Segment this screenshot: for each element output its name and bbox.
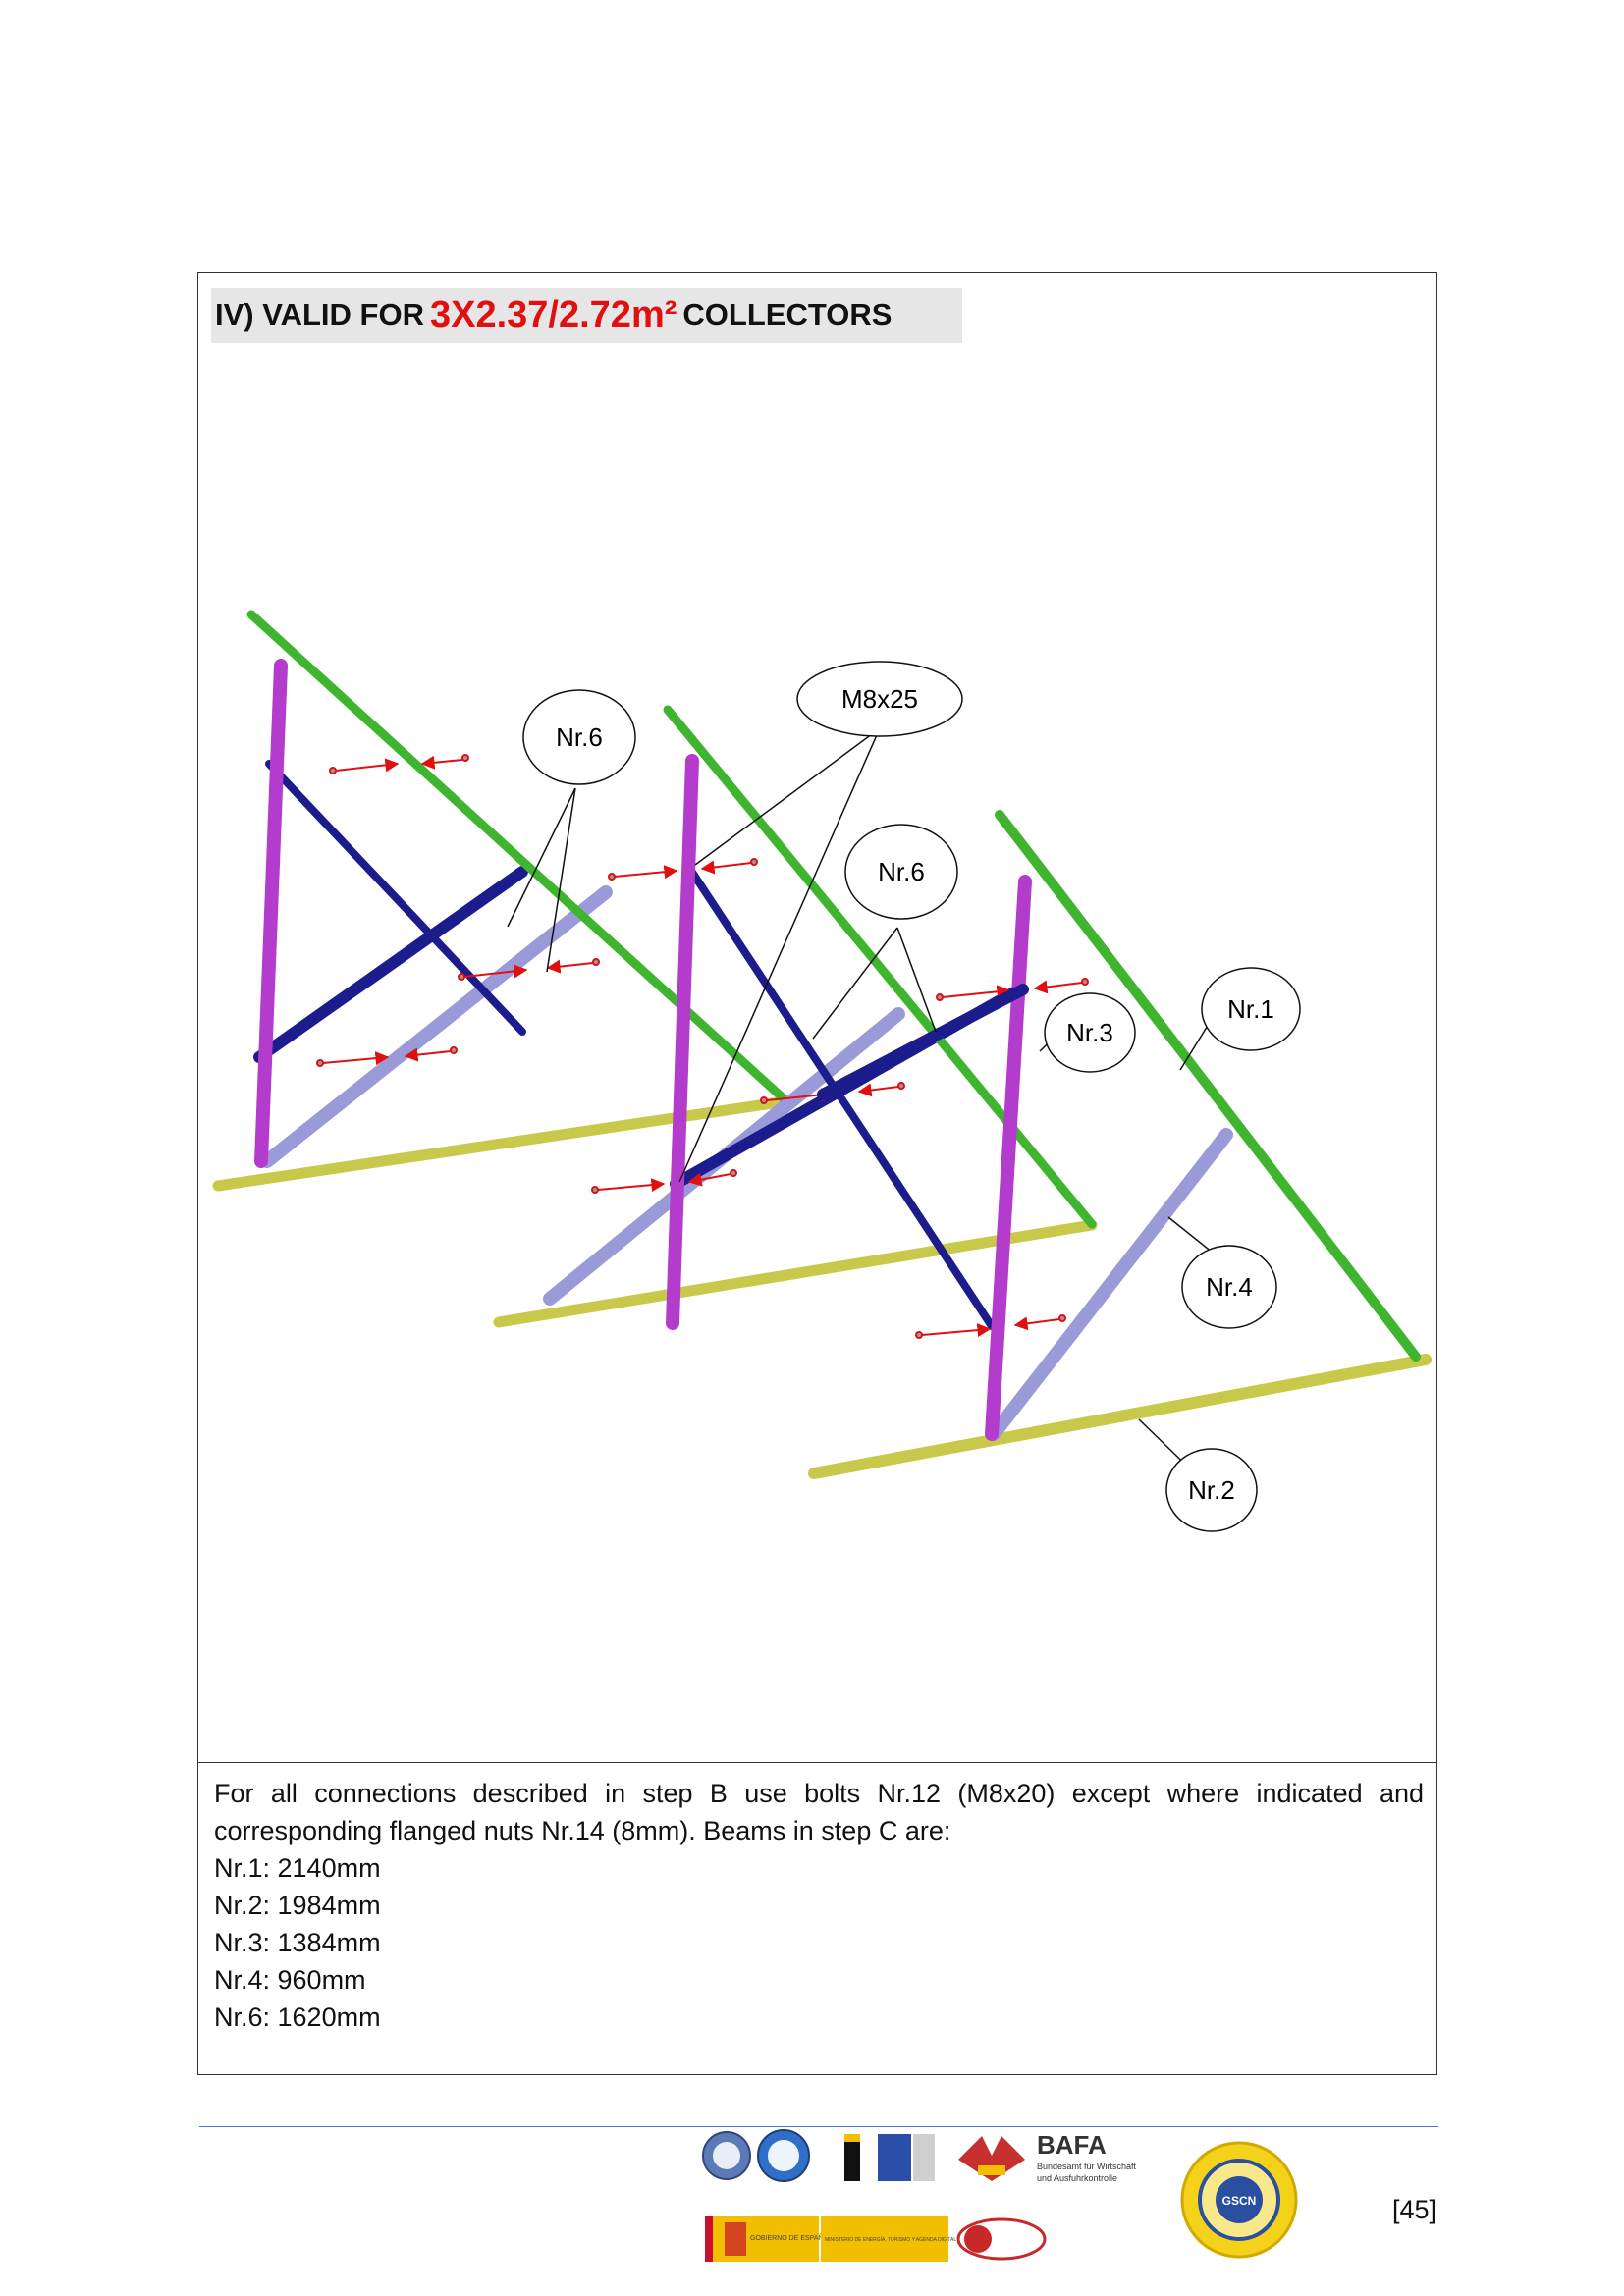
beam-nr1-frame3 xyxy=(995,810,1421,1362)
beam-nr6-frame3-cross xyxy=(817,984,1029,1100)
callout-nr2: Nr.2 xyxy=(1165,1448,1258,1532)
beam-nr1-frame1 xyxy=(246,610,790,1105)
logo-oval xyxy=(956,2217,1047,2261)
note-item-nr4: Nr.4: 960mm xyxy=(214,1965,366,1995)
bafa-title: BAFA xyxy=(1037,2130,1107,2160)
note-item-nr1: Nr.1: 2140mm xyxy=(214,1853,381,1883)
footer-rule xyxy=(199,2126,1438,2127)
heading-prefix: IV) VALID FOR xyxy=(215,297,424,332)
beam-nr3-frame2 xyxy=(666,754,699,1330)
callout-m8x25: M8x25 xyxy=(796,661,963,737)
callout-nr6-right: Nr.6 xyxy=(844,824,958,920)
note-item-nr2: Nr.2: 1984mm xyxy=(214,1891,381,1920)
callout-nr1-label: Nr.1 xyxy=(1227,994,1274,1024)
gobierno-label: GOBIERNO DE ESPAÑA xyxy=(750,2233,829,2242)
callout-m8x25-label: M8x25 xyxy=(841,684,918,714)
logo-ministerio: MINISTERIO DE ENERGÍA, TURISMO Y AGENDA … xyxy=(821,2216,956,2262)
beam-nr2-frame2 xyxy=(493,1219,1098,1328)
beam-nr3-frame3 xyxy=(985,875,1032,1441)
leader-lines xyxy=(507,727,1218,1483)
gscn-label: GSCN xyxy=(1222,2194,1257,2208)
notes-intro: For all connections described in step B … xyxy=(214,1779,1424,1845)
frame-2 xyxy=(493,705,1098,1330)
note-item-nr3: Nr.3: 1384mm xyxy=(214,1928,381,1957)
callout-nr1: Nr.1 xyxy=(1201,967,1301,1051)
page-number: [45] xyxy=(1392,2195,1437,2224)
bafa-sub2: und Ausfuhrkontrolle xyxy=(1037,2173,1117,2183)
ministerio-label: MINISTERIO DE ENERGÍA, TURISMO Y AGENDA … xyxy=(825,2236,956,2243)
note-item-nr6: Nr.6: 1620mm xyxy=(214,2002,381,2032)
beam-nr2-frame1 xyxy=(212,1095,791,1192)
beam-nr2-frame3 xyxy=(808,1354,1432,1479)
callout-nr4-label: Nr.4 xyxy=(1206,1272,1253,1302)
beam-nr3-frame1 xyxy=(254,659,288,1168)
logo-circle-1 xyxy=(702,2131,751,2180)
section-divider xyxy=(198,1762,1436,1763)
beam-nr4-frame3 xyxy=(987,1128,1233,1441)
callout-nr2-label: Nr.2 xyxy=(1188,1475,1235,1505)
beam-nr1-frame2 xyxy=(663,705,1097,1229)
beam-nr6-frame2-a xyxy=(687,867,996,1330)
callout-nr3: Nr.3 xyxy=(1044,992,1136,1073)
bafa-sub1: Bundesamt für Wirtschaft xyxy=(1037,2162,1137,2171)
logo-circle-2 xyxy=(757,2129,810,2182)
logo-e-mark xyxy=(844,2134,860,2181)
assembly-notes: For all connections described in step B … xyxy=(214,1775,1424,2036)
callout-nr6-left-label: Nr.6 xyxy=(556,722,603,752)
callout-nr6-right-label: Nr.6 xyxy=(878,857,925,886)
assembly-diagram: Nr.6 M8x25 Nr.6 Nr.1 Nr.3 Nr.4 Nr.2 xyxy=(212,610,1432,1532)
logo-gscn-seal: GSCN xyxy=(1180,2141,1298,2259)
logo-gobierno: GOBIERNO DE ESPAÑA xyxy=(705,2216,829,2262)
instruction-frame: IV) VALID FOR 3X2.37/2.72m² COLLECTORS xyxy=(197,272,1437,2075)
callout-nr6-left: Nr.6 xyxy=(522,689,636,785)
heading-suffix: COLLECTORS xyxy=(682,297,893,332)
logo-portrait xyxy=(878,2134,935,2181)
frame-1 xyxy=(212,610,791,1192)
heading-highlight: 3X2.37/2.72m² xyxy=(429,294,677,336)
section-heading: IV) VALID FOR 3X2.37/2.72m² COLLECTORS xyxy=(211,288,962,343)
beam-nr6-frame1-a xyxy=(265,760,526,1036)
bafa-eagle-icon xyxy=(958,2136,1025,2181)
beam-nr4-frame1 xyxy=(260,885,613,1168)
beam-nr6-frame1-b xyxy=(253,866,528,1063)
bolt-markers xyxy=(316,754,1089,1339)
frame-3 xyxy=(808,810,1432,1479)
callout-nr4: Nr.4 xyxy=(1181,1245,1277,1329)
callout-nr3-label: Nr.3 xyxy=(1066,1018,1113,1047)
